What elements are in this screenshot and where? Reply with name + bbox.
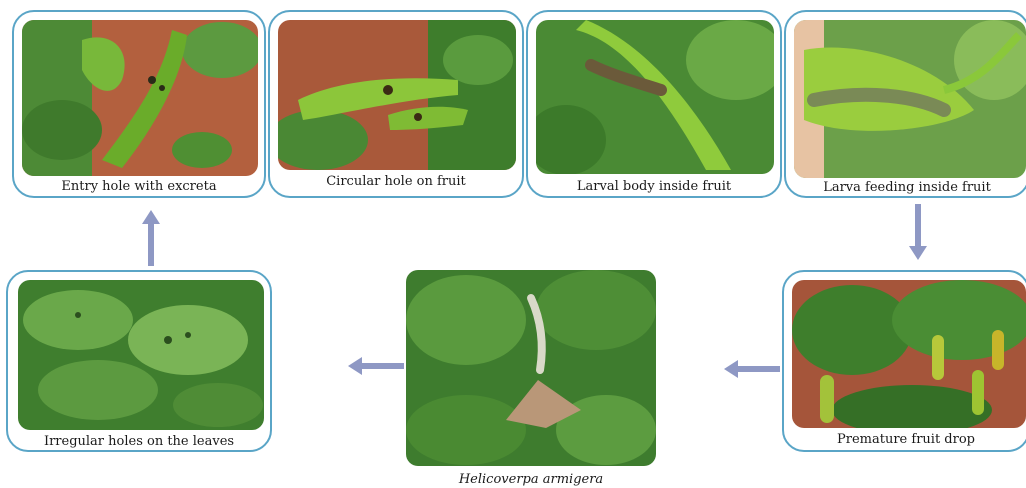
stage-card-larva-feeding: Larva feeding inside fruit	[784, 10, 1026, 198]
photo-irregular-holes	[18, 280, 264, 430]
photo-larval-body	[536, 20, 774, 174]
center-label: Helicoverpa armigera	[406, 472, 656, 487]
stage-label: Entry hole with excreta	[14, 179, 264, 194]
stage-label: Irregular holes on the leaves	[8, 434, 270, 449]
stage-card-larval-body: Larval body inside fruit	[526, 10, 782, 198]
photo-larva-feeding	[794, 20, 1026, 178]
photo-helicoverpa-armigera	[406, 270, 656, 466]
arrow-down-icon	[908, 202, 928, 262]
stage-card-irregular-holes: Irregular holes on the leaves	[6, 270, 272, 452]
stage-label: Circular hole on fruit	[270, 174, 522, 189]
stage-label: Larva feeding inside fruit	[786, 180, 1026, 195]
stage-label: Larval body inside fruit	[528, 179, 780, 194]
stage-card-premature-drop: Premature fruit drop	[782, 270, 1026, 452]
photo-circular-hole	[278, 20, 516, 170]
photo-entry-hole	[22, 20, 258, 176]
stage-label: Premature fruit drop	[784, 432, 1026, 447]
arrow-left-icon	[346, 356, 406, 376]
arrow-up-icon	[141, 208, 161, 268]
arrow-left-icon	[722, 359, 782, 379]
stage-card-circular-hole: Circular hole on fruit	[268, 10, 524, 198]
stage-card-entry-hole: Entry hole with excreta	[12, 10, 266, 198]
photo-premature-drop	[792, 280, 1026, 428]
